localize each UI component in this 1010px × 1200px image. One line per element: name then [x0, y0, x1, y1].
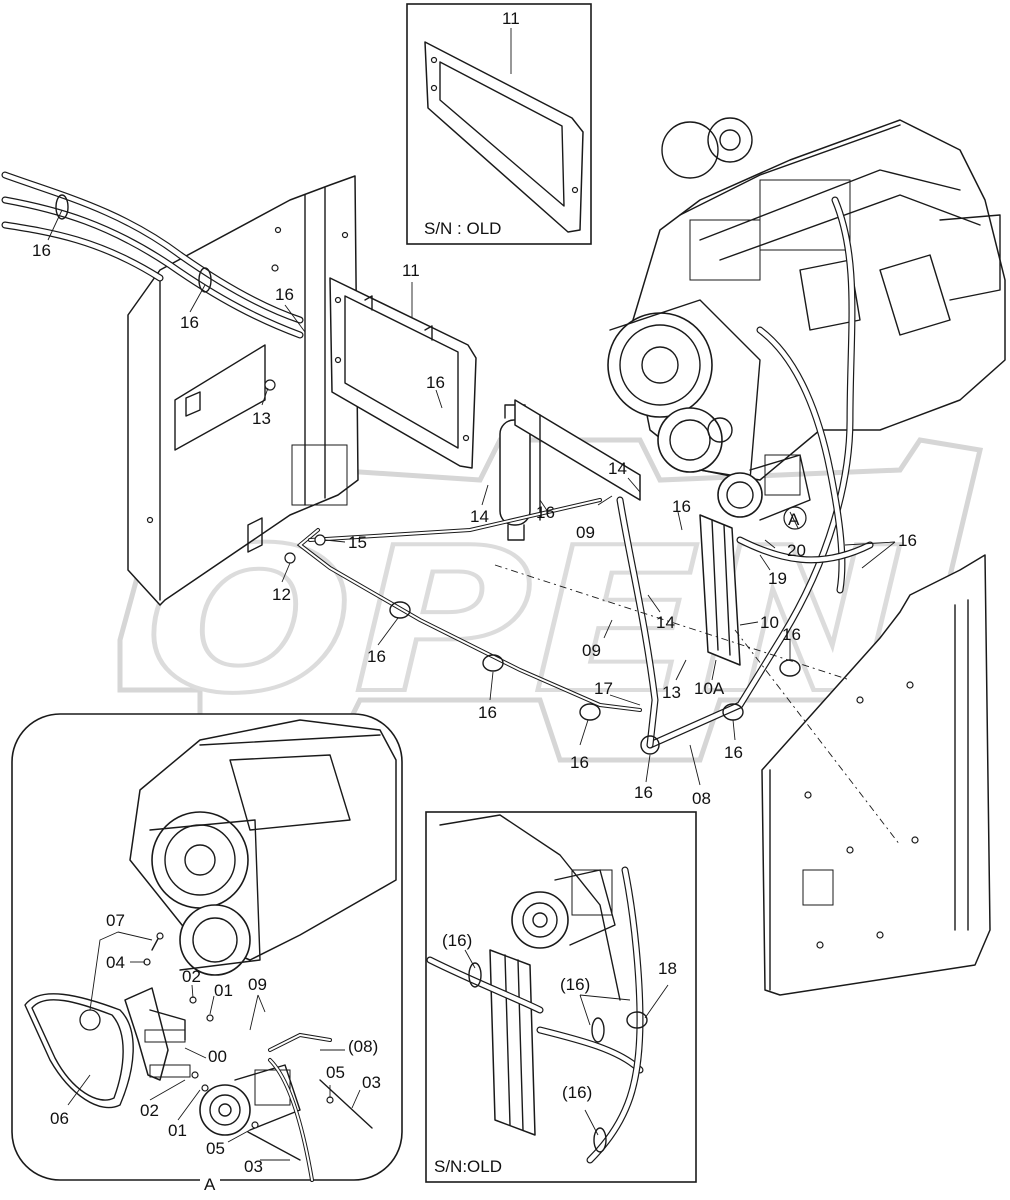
- callout-16-f: 16: [478, 703, 497, 722]
- callout-16-d: 16: [426, 373, 445, 392]
- bracket-10: [699, 514, 741, 666]
- receiver-drier: [499, 404, 531, 541]
- inset-top: 11 S/N : OLD: [406, 3, 592, 245]
- inset-a-callout-06: 06: [50, 1109, 69, 1128]
- main-callouts: 11 16 16 16 16 13 12 15 16 16 16 16 14 0…: [32, 209, 917, 808]
- callout-12: 12: [272, 585, 291, 604]
- inset-a-callout-04: 04: [106, 953, 125, 972]
- callout-11-top: 11: [502, 9, 520, 28]
- callout-11-main: 11: [402, 261, 420, 280]
- inset-br-label: S/N:OLD: [434, 1157, 502, 1176]
- callout-16-a: 16: [32, 241, 51, 260]
- inset-a-label: A: [204, 1175, 216, 1194]
- callout-16-j: 16: [898, 531, 917, 550]
- inset-a-callout-02-top: 02: [182, 967, 201, 986]
- inset-a-callout-05-bottom: 05: [206, 1139, 225, 1158]
- inset-a-callout-02-bottom: 02: [140, 1101, 159, 1120]
- callout-13-a: 13: [252, 409, 271, 428]
- inset-a-callout-01-bottom: 01: [168, 1121, 187, 1140]
- inset-a-callout-03-right: 03: [362, 1073, 381, 1092]
- inset-br-callout-18: 18: [658, 959, 677, 978]
- callout-09-a: 09: [576, 523, 595, 542]
- callout-14-a: 14: [470, 507, 489, 526]
- callout-16-g: 16: [570, 753, 589, 772]
- inset-br-callout-16-c: (16): [562, 1083, 592, 1102]
- right-panel: [761, 554, 991, 996]
- callout-17: 17: [594, 679, 613, 698]
- callout-16-b: 16: [180, 313, 199, 332]
- inset-a: 07 04 02 01 09 (08) 00 05 03 06 02 01 05…: [11, 713, 403, 1196]
- callout-15: 15: [348, 533, 367, 552]
- callout-08: 08: [692, 789, 711, 808]
- lower-pipes: [296, 498, 642, 721]
- callout-19: 19: [768, 569, 787, 588]
- inset-bottom-right: (16) (16) 18 (16) S/N:OLD: [425, 811, 697, 1183]
- inset-a-callout-01-top: 01: [214, 981, 233, 1000]
- callout-16-i: 16: [672, 497, 691, 516]
- callout-16-c: 16: [275, 285, 294, 304]
- engine: [607, 117, 1006, 521]
- callout-09-b: 09: [582, 641, 601, 660]
- inset-a-callout-08: (08): [348, 1037, 378, 1056]
- callout-16-l: 16: [724, 743, 743, 762]
- callout-16-h: 16: [536, 503, 555, 522]
- inset-a-callout-09: 09: [248, 975, 267, 994]
- callout-a-ring: A: [788, 510, 800, 529]
- callout-10a: 10A: [694, 679, 725, 698]
- engine-hoses: [616, 196, 874, 755]
- condenser-frame: [329, 277, 477, 469]
- callout-14-b: 14: [608, 459, 627, 478]
- inset-a-callout-03-bottom: 03: [244, 1157, 263, 1176]
- callout-13-b: 13: [662, 683, 681, 702]
- left-frame: [127, 175, 359, 606]
- watermark: OPEN: [117, 417, 984, 763]
- callout-14-c: 14: [656, 613, 675, 632]
- upper-hoses: [1, 171, 304, 339]
- watermark-text: OPEN: [145, 505, 905, 738]
- inset-a-callout-00: 00: [208, 1047, 227, 1066]
- callout-16-m: 16: [634, 783, 653, 802]
- leader-dashes: [494, 564, 901, 846]
- callout-20: 20: [787, 541, 806, 560]
- inset-a-callout-05-right: 05: [326, 1063, 345, 1082]
- callout-10: 10: [760, 613, 779, 632]
- callout-16-k: 16: [782, 625, 801, 644]
- condenser-core: [514, 399, 641, 521]
- inset-a-callout-07: 07: [106, 911, 125, 930]
- callout-16-e: 16: [367, 647, 386, 666]
- inset-top-label: S/N : OLD: [424, 219, 501, 238]
- inset-br-callout-16-b: (16): [560, 975, 590, 994]
- inset-br-callout-16-a: (16): [442, 931, 472, 950]
